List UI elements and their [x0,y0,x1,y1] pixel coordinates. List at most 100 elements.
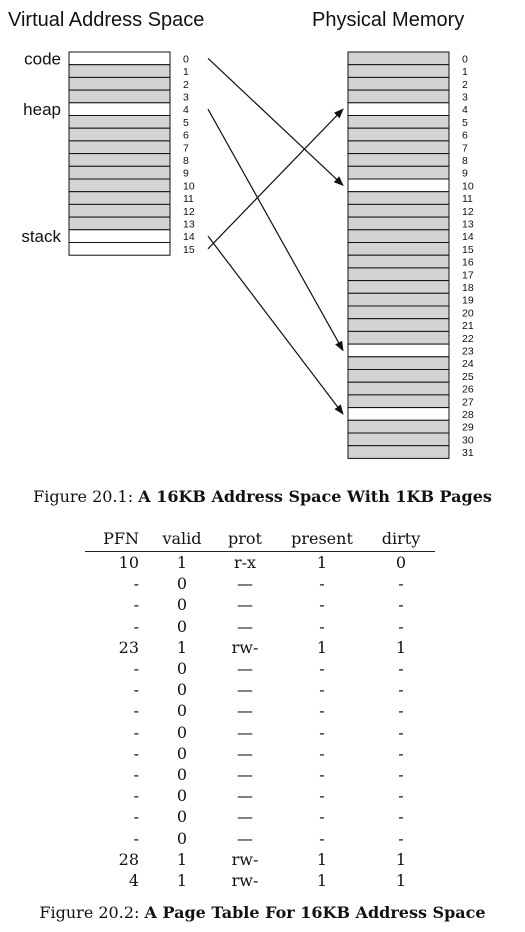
physical-frame-number: 27 [462,396,474,408]
virtual-page-number: 1 [183,66,189,78]
virtual-page-number: 15 [183,244,195,256]
physical-frame-number: 5 [462,117,468,129]
physical-frame-number: 6 [462,130,468,142]
physical-frame-number: 23 [462,345,474,357]
mapping-arrow-vpn14-pfn28 [207,235,344,415]
physical-frame-number: 22 [462,333,474,345]
cell-dirty: - [398,595,404,615]
cell-present: - [319,807,325,827]
cell-valid: 1 [176,871,188,891]
cell-present: - [319,595,325,615]
virtual-page-number: 11 [183,193,194,205]
address-translation-diagram: Virtual Address Space Physical Memory 01… [8,9,474,459]
physical-frame-20 [347,305,450,320]
cell-dirty: - [398,828,404,848]
physical-frame-9 [347,165,450,180]
physical-frame-5 [347,115,450,129]
cell-dirty: - [398,765,404,785]
physical-frame-17 [347,267,450,282]
virtual-page-0 [68,51,171,66]
cell-present: - [319,659,325,679]
cell-prot: — [237,595,253,615]
physical-frame-number: 21 [462,320,474,332]
cell-valid: 0 [176,743,188,763]
cell-prot: rw- [231,871,259,891]
virtual-page-number: 9 [183,168,189,180]
cell-pfn: - [133,701,139,721]
virtual-page-14 [68,229,171,244]
cell-pfn: 10 [118,553,139,572]
header-pfn: PFN [85,527,151,552]
cell-dirty: 0 [395,553,407,572]
physical-frame-number: 30 [462,434,474,446]
physical-frame-number: 19 [462,295,474,307]
figure-20-1-caption-title: A 16KB Address Space With 1KB Pages [138,487,492,506]
physical-frame-number: 12 [462,206,474,218]
cell-prot: rw- [231,849,259,869]
cell-pfn: 4 [128,871,139,891]
segment-label-heap: heap [23,100,61,119]
cell-pfn: - [133,743,139,763]
virtual-page-number: 13 [183,218,195,230]
physical-frame-14 [347,229,450,244]
physical-frame-8 [347,153,450,167]
cell-present: - [319,680,325,700]
physical-frame-number: 4 [462,104,468,116]
table-row: -0—-- [85,764,435,785]
segment-label-code: code [24,49,61,68]
physical-frame-24 [347,356,450,370]
header-prot: prot [213,527,277,552]
physical-frame-number: 31 [462,447,474,459]
physical-page-column: 0123456789101112131415161718192021222324… [347,51,474,459]
cell-valid: 1 [176,637,188,657]
table-row: -0—-- [85,594,435,615]
header-present: present [277,527,367,552]
cell-pfn: - [133,616,139,636]
virtual-page-4 [68,102,171,117]
cell-present: - [319,701,325,721]
physical-frame-number: 2 [462,79,468,91]
cell-prot: rw- [231,637,259,657]
cell-prot: — [237,722,253,742]
mapping-arrows [207,57,344,415]
figure-20-2-caption-title: A Page Table For 16KB Address Space [144,903,486,922]
table-row: -0—-- [85,743,435,764]
table-row: -0—-- [85,785,435,806]
cell-valid: 0 [176,765,188,785]
physical-frame-3 [347,89,450,104]
cell-dirty: - [398,722,404,742]
header-valid: valid [151,527,213,552]
virtual-page-number: 4 [183,104,189,116]
physical-frame-4 [347,102,450,117]
physical-frame-27 [347,394,450,409]
cell-dirty: - [398,786,404,806]
cell-present: - [319,786,325,806]
cell-dirty: 1 [395,849,407,869]
virtual-page-11 [68,191,171,205]
physical-frame-30 [347,432,450,447]
cell-valid: 0 [176,595,188,615]
virtual-page-7 [68,140,171,155]
physical-memory-title: Physical Memory [312,9,464,31]
figure-20-1-caption: Figure 20.1: A 16KB Address Space With 1… [0,487,525,506]
physical-frame-number: 7 [462,142,468,154]
cell-prot: — [237,765,253,785]
table-row: -0—-- [85,573,435,594]
cell-present: 1 [316,637,328,657]
virtual-page-number: 3 [183,91,189,103]
virtual-page-2 [68,76,171,91]
physical-frame-31 [347,445,450,459]
cell-present: - [319,765,325,785]
virtual-page-number: 14 [183,231,195,243]
physical-frame-22 [347,330,450,345]
virtual-page-5 [68,115,171,129]
physical-frame-15 [347,242,450,256]
cell-valid: 0 [176,786,188,806]
physical-frame-29 [347,419,450,434]
cell-present: - [319,574,325,594]
physical-frame-28 [347,407,450,421]
